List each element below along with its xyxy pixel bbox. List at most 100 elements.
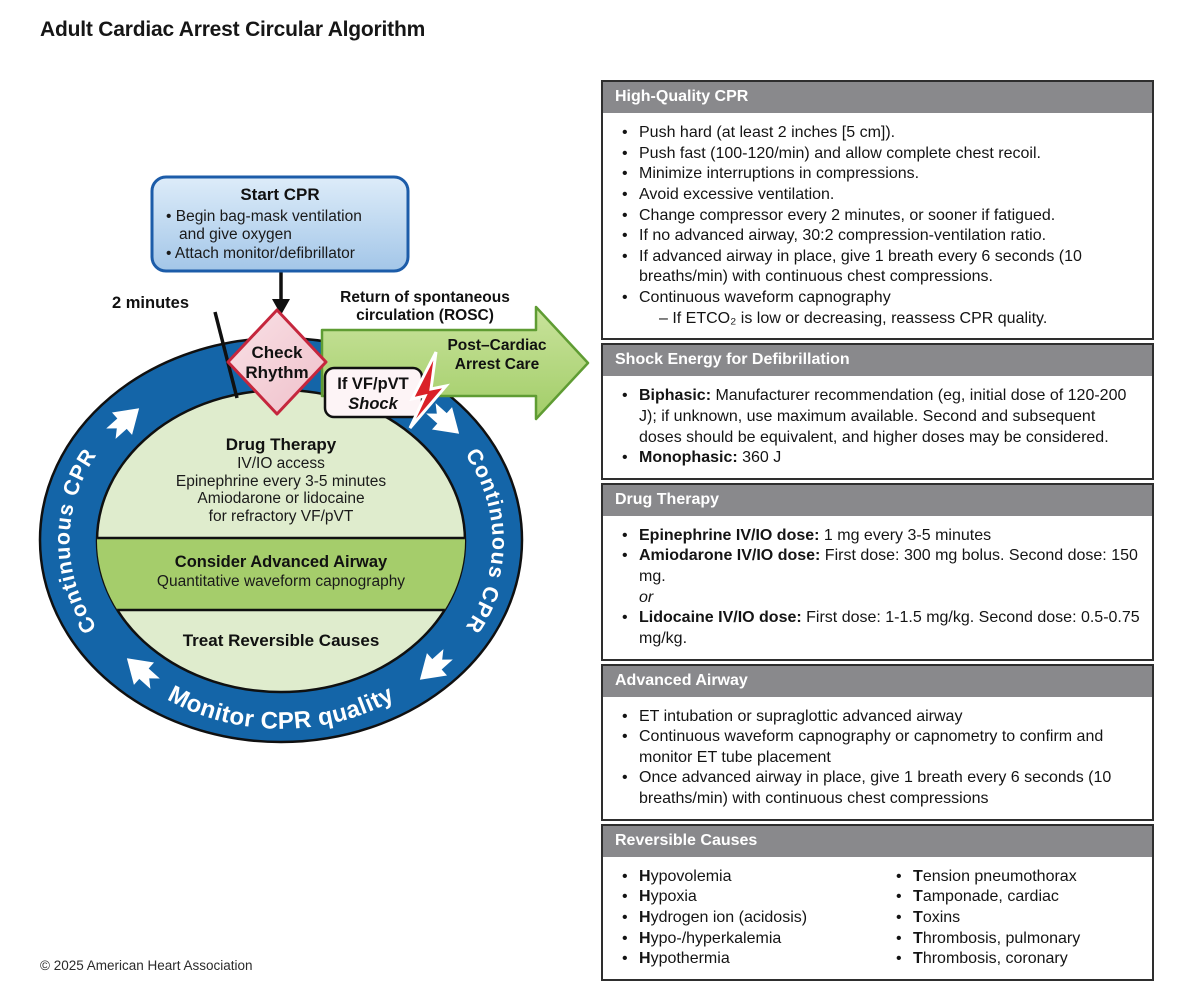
bullet-text: hrombosis, coronary xyxy=(922,950,1068,968)
bullet-text: If advanced airway in place, give 1 brea… xyxy=(639,247,1082,286)
bullet-lead: T xyxy=(913,867,923,885)
bullet-text: First dose: 1-1.5 mg/kg. Second dose: 0.… xyxy=(639,609,1140,647)
bullet-lead: H xyxy=(639,929,651,947)
post-arrest-label: Arrest Care xyxy=(455,356,540,373)
bullet-item: or xyxy=(613,588,1140,609)
bullet-lead: Monophasic: xyxy=(639,449,738,467)
treat-reversible-title: Treat Reversible Causes xyxy=(183,631,380,650)
bullet-item: If advanced airway in place, give 1 brea… xyxy=(613,247,1140,288)
airway-band-line: Quantitative waveform capnography xyxy=(157,573,405,590)
drug-line: Epinephrine every 3-5 minutes xyxy=(176,473,386,490)
shock-box-label: If VF/pVT xyxy=(337,375,409,393)
bullet-item: Continuous waveform capnography xyxy=(613,288,1140,309)
bullet-item: Lidocaine IV/IO dose: First dose: 1-1.5 … xyxy=(613,608,1140,649)
bullet-item: Hypo-/hyperkalemia xyxy=(613,929,887,950)
panel-body: Epinephrine IV/IO dose: 1 mg every 3-5 m… xyxy=(603,518,1152,659)
bullet-lead: H xyxy=(639,950,651,968)
circular-algorithm-diagram: Continuous CPR Continuous CPR Monitor CP… xyxy=(38,175,590,744)
bullet-list: Biphasic: Manufacturer recommendation (e… xyxy=(613,386,1140,469)
bullet-item: Hypoxia xyxy=(613,887,887,908)
bullet-item: Hypovolemia xyxy=(613,867,887,888)
bullet-list: HypovolemiaHypoxiaHydrogen ion (acidosis… xyxy=(613,867,887,970)
bullet-list: Epinephrine IV/IO dose: 1 mg every 3-5 m… xyxy=(613,526,1140,650)
bullet-item: – If ETCO₂ is low or decreasing, reasses… xyxy=(613,309,1140,330)
bullet-text: Minimize interruptions in compressions. xyxy=(639,165,920,183)
panel-title: Drug Therapy xyxy=(603,484,1152,518)
start-cpr-line: • Attach monitor/defibrillator xyxy=(166,245,355,262)
check-rhythm-diamond xyxy=(226,308,328,416)
bullet-text: Continuous waveform capnography xyxy=(639,289,891,306)
bullet-item: Monophasic: 360 J xyxy=(613,448,1140,469)
bullet-text: 1 mg every 3-5 minutes xyxy=(819,526,992,544)
panel-high-quality-cpr: High-Quality CPRPush hard (at least 2 in… xyxy=(601,80,1154,341)
rosc-label: Return of spontaneous xyxy=(340,289,510,306)
bullet-text: Continuous waveform capnography or capno… xyxy=(639,728,1104,766)
bullet-text: ension pneumothorax xyxy=(922,867,1077,885)
info-panels: High-Quality CPRPush hard (at least 2 in… xyxy=(601,80,1154,984)
bullet-lead: H xyxy=(639,888,651,906)
bullet-item: Change compressor every 2 minutes, or so… xyxy=(613,206,1140,227)
shock-bolt-icon xyxy=(408,351,450,429)
drug-line: IV/IO access xyxy=(237,455,325,472)
bullet-item: If no advanced airway, 30:2 compression-… xyxy=(613,226,1140,247)
two-minutes-tick xyxy=(213,311,239,399)
bullet-text: hrombosis, pulmonary xyxy=(922,929,1081,947)
airway-band-title: Consider Advanced Airway xyxy=(175,553,388,571)
panel-advanced-airway: Advanced AirwayET intubation or supraglo… xyxy=(601,663,1154,821)
panel-title: High-Quality CPR xyxy=(603,82,1152,115)
bullet-text: amponade, cardiac xyxy=(922,888,1059,906)
bullet-item: Epinephrine IV/IO dose: 1 mg every 3-5 m… xyxy=(613,526,1140,547)
bullet-text: ypo-/hyperkalemia xyxy=(650,929,782,947)
drug-therapy-title: Drug Therapy xyxy=(226,435,337,454)
start-to-check-arrowhead-icon xyxy=(272,299,290,315)
bullet-item: Continuous waveform capnography or capno… xyxy=(613,727,1140,768)
bullet-item: Hypothermia xyxy=(613,949,887,970)
bullet-lead: Lidocaine IV/IO dose: xyxy=(639,609,802,627)
panel-body: HypovolemiaHypoxiaHydrogen ion (acidosis… xyxy=(603,859,1152,979)
bullet-item: Amiodarone IV/IO dose: First dose: 300 m… xyxy=(613,546,1140,587)
panel-body: ET intubation or supraglottic advanced a… xyxy=(603,699,1152,819)
bullet-text: If no advanced airway, 30:2 compression-… xyxy=(639,227,1047,245)
bullet-text: Push fast (100-120/min) and allow comple… xyxy=(639,144,1041,162)
bullet-text: oxins xyxy=(922,908,961,926)
bullet-text: – If ETCO₂ is low or decreasing, reasses… xyxy=(659,309,1048,327)
bullet-text: or xyxy=(639,588,654,606)
drug-line: for refractory VF/pVT xyxy=(209,508,354,525)
bullet-text: ypovolemia xyxy=(650,867,732,885)
copyright: © 2025 American Heart Association xyxy=(40,958,253,973)
bullet-item: Tension pneumothorax xyxy=(887,867,1140,888)
panel-body: Push hard (at least 2 inches [5 cm]). Pus… xyxy=(603,115,1152,338)
bullet-item: Avoid excessive ventilation. xyxy=(613,185,1140,206)
bullet-lead: Amiodarone IV/IO dose: xyxy=(639,547,821,565)
bullet-text: ypothermia xyxy=(650,950,730,968)
bullet-item: Push fast (100-120/min) and allow comple… xyxy=(613,144,1140,165)
bullet-lead: Epinephrine IV/IO dose: xyxy=(639,526,820,544)
bullet-item: Tamponade, cardiac xyxy=(887,887,1140,908)
panel-drug-therapy: Drug TherapyEpinephrine IV/IO dose: 1 mg… xyxy=(601,482,1154,661)
bullet-list: Tension pneumothoraxTamponade, cardiacTo… xyxy=(887,867,1140,970)
bullet-lead: T xyxy=(913,950,923,968)
bullet-lead: Biphasic: xyxy=(639,387,712,405)
bullet-item: Biphasic: Manufacturer recommendation (e… xyxy=(613,386,1140,448)
bullet-text: Once advanced airway in place, give 1 br… xyxy=(639,769,1112,807)
bullet-lead: H xyxy=(639,908,651,926)
bullet-text: Change compressor every 2 minutes, or so… xyxy=(639,206,1056,224)
bullet-text: ET intubation or supraglottic advanced a… xyxy=(639,707,963,725)
drug-line: Amiodarone or lidocaine xyxy=(197,490,364,507)
bullet-text: ydrogen ion (acidosis) xyxy=(650,908,808,926)
bullet-text: Push hard (at least 2 inches [5 cm]). xyxy=(639,124,896,141)
panel-shock-energy: Shock Energy for DefibrillationBiphasic:… xyxy=(601,343,1154,480)
page-title: Adult Cardiac Arrest Circular Algorithm xyxy=(40,18,426,41)
start-cpr-line: and give oxygen xyxy=(179,226,292,243)
start-cpr-title: Start CPR xyxy=(240,185,319,204)
bullet-list: ET intubation or supraglottic advanced a… xyxy=(613,707,1140,810)
panel-reversible-causes: Reversible CausesHypovolemiaHypoxiaHydro… xyxy=(601,823,1154,981)
bullet-item: Toxins xyxy=(887,908,1140,929)
bullet-text: ypoxia xyxy=(650,888,697,906)
bullet-item: Push hard (at least 2 inches [5 cm]). xyxy=(613,123,1140,144)
start-cpr-line: • Begin bag-mask ventilation xyxy=(166,208,362,225)
shock-box-label: Shock xyxy=(348,395,398,413)
start-cpr-box xyxy=(150,175,410,273)
post-arrest-label: Post–Cardiac xyxy=(447,337,546,354)
